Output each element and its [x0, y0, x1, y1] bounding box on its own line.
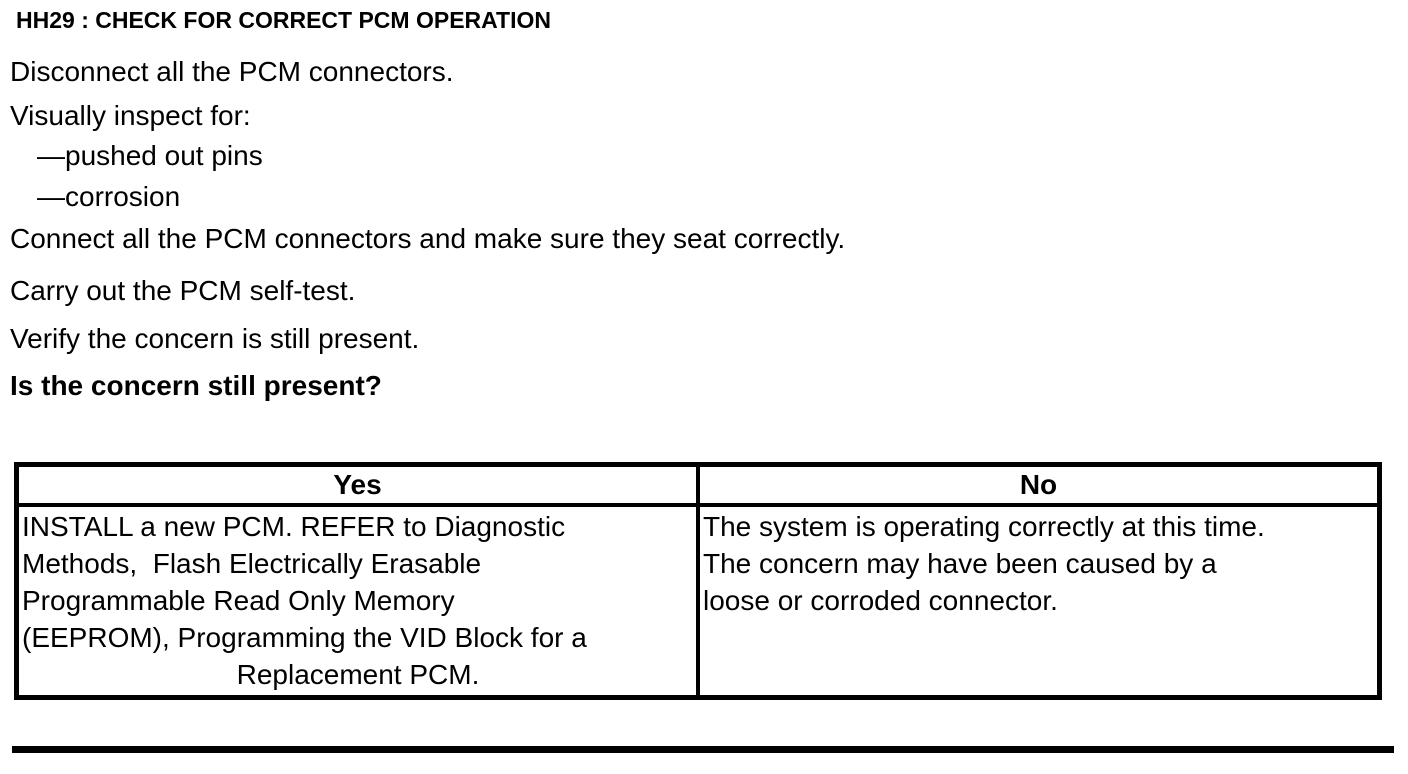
results-table: Yes No INSTALL a new PCM. REFER to Diagn…: [14, 462, 1382, 700]
inspect-item-pushed-out-pins: —pushed out pins: [37, 140, 263, 171]
no-action-cell: The system is operating correctly at thi…: [696, 503, 1382, 700]
step-disconnect-connectors: Disconnect all the PCM connectors.: [10, 56, 454, 87]
yes-action-line: Methods, Flash Electrically Erasable: [22, 548, 482, 579]
decision-question: Is the concern still present?: [10, 370, 382, 401]
no-action-line: The concern may have been caused by a: [703, 548, 1217, 579]
yes-action-line: (EEPROM), Programming the VID Block for …: [22, 622, 587, 653]
page-title: HH29 : CHECK FOR CORRECT PCM OPERATION: [16, 7, 551, 33]
page-divider-rule: [12, 746, 1394, 753]
step-connect-connectors: Connect all the PCM connectors and make …: [10, 223, 846, 254]
yes-action-line: INSTALL a new PCM. REFER to Diagnostic: [22, 511, 566, 542]
results-table-header: Yes No: [14, 462, 1382, 507]
no-column-header: No: [696, 462, 1382, 507]
no-action-line: loose or corroded connector.: [703, 585, 1058, 616]
results-table-body: INSTALL a new PCM. REFER to Diagnostic M…: [14, 503, 1382, 700]
results-header-row: Yes No: [14, 462, 1382, 507]
no-action-line: The system is operating correctly at thi…: [703, 511, 1265, 542]
step-verify-concern: Verify the concern is still present.: [10, 323, 420, 354]
yes-action-cell: INSTALL a new PCM. REFER to Diagnostic M…: [14, 503, 700, 700]
results-body-row: INSTALL a new PCM. REFER to Diagnostic M…: [14, 503, 1382, 700]
yes-column-header: Yes: [14, 462, 700, 507]
step-visually-inspect: Visually inspect for:: [10, 100, 251, 131]
yes-action-line: Programmable Read Only Memory: [22, 585, 455, 616]
inspect-item-corrosion: —corrosion: [37, 181, 181, 212]
step-pcm-self-test: Carry out the PCM self-test.: [10, 275, 356, 306]
yes-action-line: Replacement PCM.: [236, 659, 480, 690]
